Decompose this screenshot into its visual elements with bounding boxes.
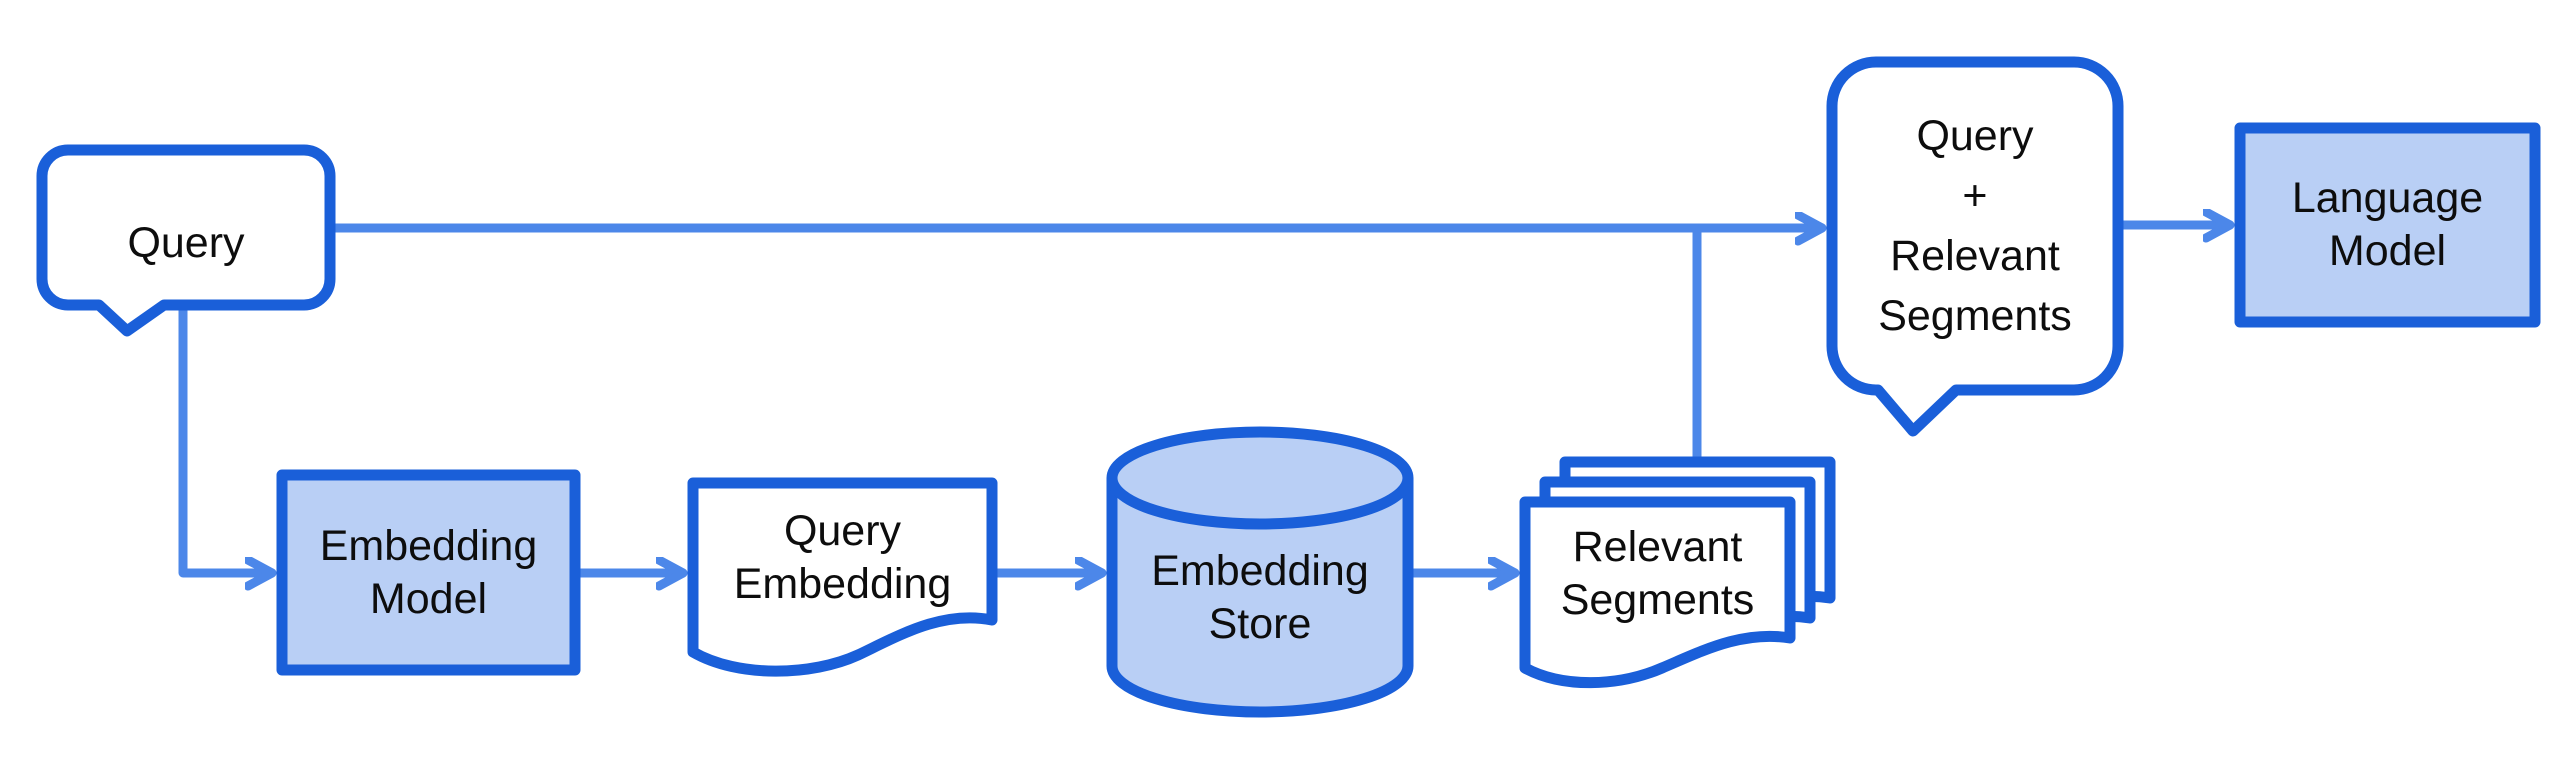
embedding-store-rim xyxy=(1106,477,1414,530)
embedding-model-label: Embedding Model xyxy=(319,521,538,623)
embedding-model-shape xyxy=(276,469,581,676)
embedding-store-shape xyxy=(1106,426,1414,718)
embedding-store-label: Embedding Store xyxy=(1151,546,1369,648)
query-embedding-label: Query Embedding xyxy=(733,507,952,608)
query-plus-segments-bubble-shape xyxy=(1826,56,2124,437)
query-bubble-shape xyxy=(36,144,336,337)
query-embedding-shape xyxy=(687,477,998,677)
query-plus-segments-label: Query + Relevant Segments xyxy=(1878,112,2072,340)
language-model-label: Language Model xyxy=(2291,174,2484,275)
relevant-segments-label: Relevant Segments xyxy=(1560,523,1755,624)
language-model-shape xyxy=(2234,122,2541,328)
connector-query-to-embedding-model xyxy=(178,295,277,573)
query-label: Query xyxy=(127,219,245,267)
